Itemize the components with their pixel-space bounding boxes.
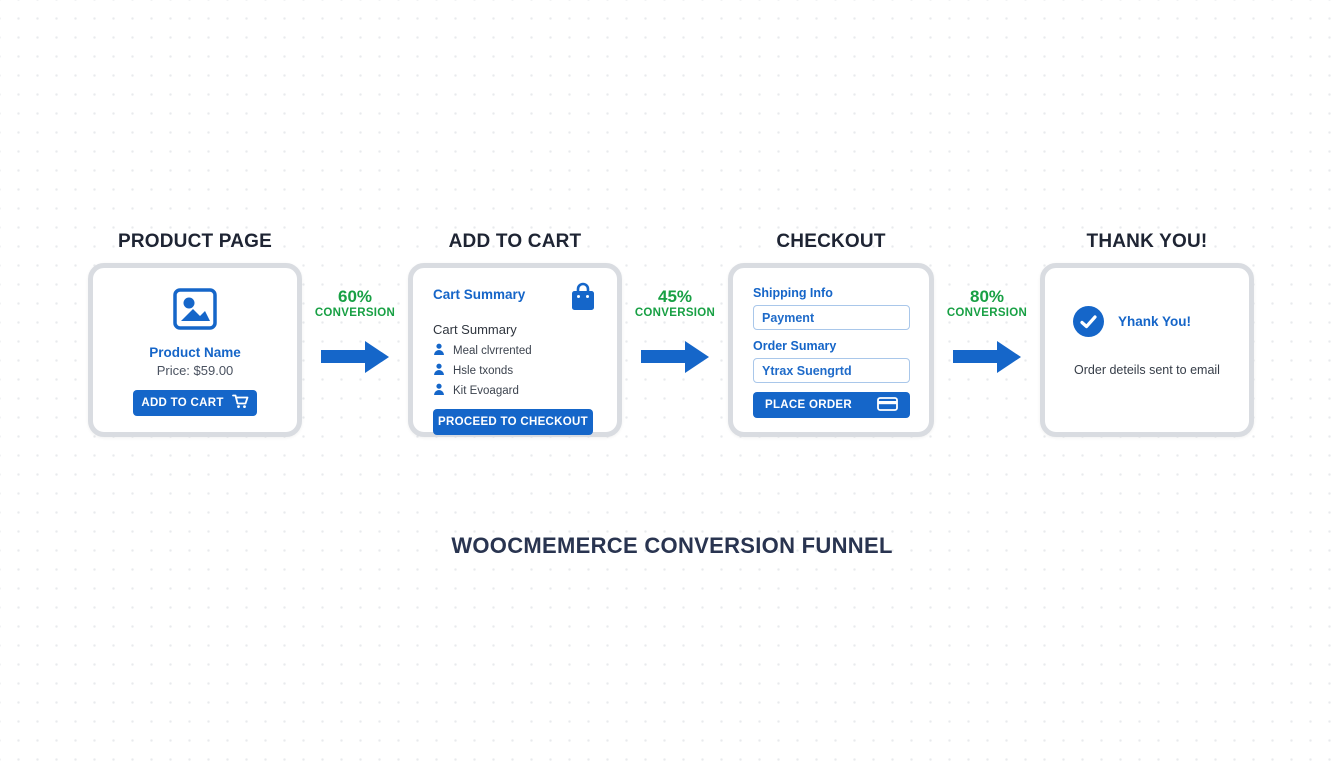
user-icon <box>433 383 445 399</box>
cart-icon <box>231 394 249 412</box>
credit-card-icon <box>877 396 898 414</box>
add-to-cart-button-label: ADD TO CART <box>141 397 224 409</box>
order-details-note: Order deteils sent to email <box>1074 363 1220 377</box>
arrow-right-icon <box>321 340 389 373</box>
connector-2: 45% CONVERSION <box>622 231 728 373</box>
cart-items-list: Meal clvrrented Hsle txonds Kit Evoagard <box>433 343 597 399</box>
user-icon <box>433 363 445 379</box>
stage-thank-you: THANK YOU! Yhank You! Order deteils sent… <box>1040 231 1254 437</box>
shipping-info-label: Shipping Info <box>753 286 833 300</box>
product-name: Product Name <box>149 345 241 360</box>
conversion-percent-2: 45% <box>657 287 693 306</box>
stage-heading-checkout: CHECKOUT <box>776 231 886 252</box>
place-order-button[interactable]: PLACE ORDER <box>753 392 910 418</box>
order-summary-input[interactable] <box>753 358 910 383</box>
conversion-label-1: CONVERSION <box>314 306 396 319</box>
stage-checkout: CHECKOUT Shipping Info Order Sumary PLAC… <box>728 231 934 437</box>
place-order-button-label: PLACE ORDER <box>765 399 853 411</box>
conversion-percent-1: 60% <box>337 287 373 306</box>
image-icon <box>172 288 218 335</box>
stage-heading-add-to-cart: ADD TO CART <box>448 231 582 252</box>
conversion-label-3: CONVERSION <box>946 306 1028 319</box>
funnel-row: PRODUCT PAGE Product Name Price: $59.00 … <box>88 231 1254 437</box>
cart-item: Hsle txonds <box>433 363 597 379</box>
cart-item: Meal clvrrented <box>433 343 597 359</box>
arrow-right-icon <box>953 340 1021 373</box>
cart-summary-card: Cart Summary Cart Summary <box>408 263 622 437</box>
order-summary-label: Order Sumary <box>753 339 837 353</box>
arrow-right-icon <box>641 340 709 373</box>
stage-heading-product-page: PRODUCT PAGE <box>117 231 273 252</box>
check-circle-icon <box>1073 306 1104 337</box>
thank-you-card: Yhank You! Order deteils sent to email <box>1040 263 1254 437</box>
product-price: Price: $59.00 <box>156 363 234 378</box>
cart-summary-subtitle: Cart Summary <box>433 322 517 337</box>
connector-1: 60% CONVERSION <box>302 231 408 373</box>
cart-item-label: Meal clvrrented <box>453 345 532 357</box>
stage-product-page: PRODUCT PAGE Product Name Price: $59.00 … <box>88 231 302 437</box>
stage-heading-thank-you: THANK YOU! <box>1086 231 1208 252</box>
stage-add-to-cart: ADD TO CART Cart Summary Cart Summary <box>408 231 622 437</box>
shipping-info-input[interactable] <box>753 305 910 330</box>
cart-item: Kit Evoagard <box>433 383 597 399</box>
shopping-bag-icon <box>569 282 597 317</box>
product-page-card: Product Name Price: $59.00 ADD TO CART <box>88 263 302 437</box>
cart-item-label: Hsle txonds <box>453 365 514 377</box>
user-icon <box>433 343 445 359</box>
thank-you-message: Yhank You! <box>1118 314 1192 329</box>
connector-3: 80% CONVERSION <box>934 231 1040 373</box>
add-to-cart-button[interactable]: ADD TO CART <box>133 390 257 416</box>
conversion-label-2: CONVERSION <box>634 306 716 319</box>
cart-item-label: Kit Evoagard <box>453 385 519 397</box>
checkout-card: Shipping Info Order Sumary PLACE ORDER <box>728 263 934 437</box>
conversion-percent-3: 80% <box>969 287 1005 306</box>
proceed-to-checkout-button[interactable]: PROCEED TO CHECKOUT <box>433 409 593 435</box>
proceed-to-checkout-button-label: PROCEED TO CHECKOUT <box>438 416 588 428</box>
diagram-title: WOOCMEMERCE CONVERSION FUNNEL <box>451 533 893 558</box>
cart-summary-title: Cart Summary <box>433 287 526 302</box>
